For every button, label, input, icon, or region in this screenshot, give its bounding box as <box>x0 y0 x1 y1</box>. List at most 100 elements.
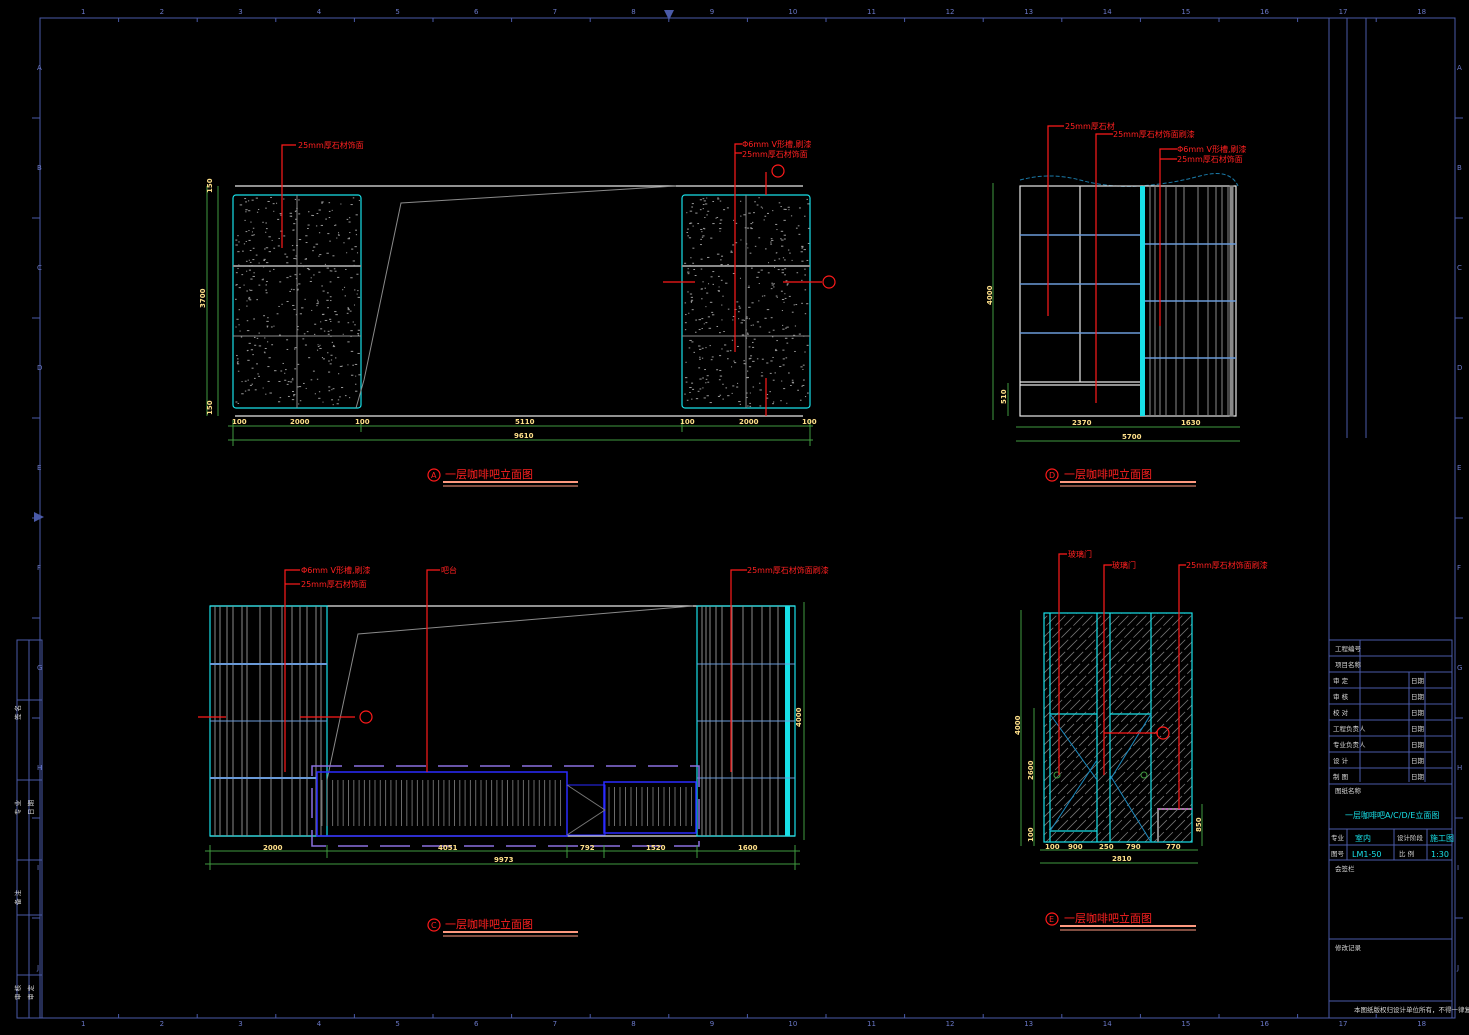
row-letter: I <box>1457 864 1459 872</box>
tb-label: 比 例 <box>1399 849 1414 858</box>
tb-label: 专业 <box>1331 833 1345 842</box>
elevation-marker <box>1045 912 1059 926</box>
column-number: 3 <box>238 8 242 16</box>
strip-label: 签 名 <box>13 705 22 720</box>
column-number: 18 <box>1417 1020 1426 1028</box>
dimension: 150 <box>206 178 214 193</box>
column-number: 13 <box>1024 1020 1033 1028</box>
bar-counter <box>311 765 700 847</box>
annotation: Φ6mm V形槽,刷漆 <box>742 139 812 149</box>
row-letter: B <box>37 164 42 172</box>
dimension: 790 <box>1126 843 1141 851</box>
left-strip-cells: 签 名 专 业 日 期 备 注 审 核 审 定 <box>13 640 42 1018</box>
elevation-marker <box>427 468 441 482</box>
column-number: 4 <box>317 8 322 16</box>
column-number: 7 <box>553 8 557 16</box>
tb-label: 项目名称 <box>1335 660 1362 669</box>
elevation-title: 一层咖啡吧立面图 <box>445 917 533 931</box>
dimension: 2810 <box>1112 855 1132 863</box>
column-number: 8 <box>631 8 635 16</box>
column-number: 16 <box>1260 8 1269 16</box>
column-number: 9 <box>710 1020 714 1028</box>
sheet-border <box>39 17 1456 1019</box>
dimension: 2370 <box>1072 419 1092 427</box>
row-letter: D <box>1457 364 1462 372</box>
tb-row-date: 日期 <box>1411 693 1425 701</box>
row-letter: C <box>37 264 42 272</box>
tb-row-date: 日期 <box>1411 741 1425 749</box>
column-number: 15 <box>1181 1020 1190 1028</box>
dimension: 100 <box>1045 843 1060 851</box>
dimension: 4000 <box>795 707 803 727</box>
tb-row-label: 制 图 <box>1333 772 1348 781</box>
drawing-name: 一层咖啡吧A/C/D/E立面图 <box>1345 810 1439 820</box>
dimension: 2600 <box>1027 760 1035 780</box>
dimension: 100 <box>680 418 695 426</box>
column-numbers: 1122334455667788991010111112121313141415… <box>81 8 1426 1028</box>
column-number: 6 <box>474 1020 479 1028</box>
tb-label: 设计阶段 <box>1397 833 1424 842</box>
annotation: 25mm厚石材饰面 <box>742 149 808 159</box>
tb-row-label: 工程负责人 <box>1333 724 1366 733</box>
column-number: 16 <box>1260 1020 1269 1028</box>
dimension: 5110 <box>515 418 535 426</box>
strip-label: 备 注 <box>13 889 22 905</box>
column-number: 1 <box>81 1020 85 1028</box>
column-number: 14 <box>1103 1020 1112 1028</box>
column-number: 3 <box>238 1020 242 1028</box>
dimension: 2000 <box>263 844 283 852</box>
scale-value: 1:30 <box>1431 850 1449 859</box>
dimension: 4000 <box>986 285 994 305</box>
stage-value: 施工图 <box>1430 833 1454 843</box>
column-number: 17 <box>1339 8 1348 16</box>
column-number: 11 <box>867 8 876 16</box>
marker-letter: C <box>431 921 437 930</box>
column-number: 5 <box>395 8 399 16</box>
column-number: 17 <box>1339 1020 1348 1028</box>
row-letter: E <box>37 464 41 472</box>
column-number: 18 <box>1417 8 1426 16</box>
tb-row-date: 日期 <box>1411 757 1425 765</box>
tb-row-label: 审 定 <box>1333 676 1349 685</box>
tb-row-label: 审 核 <box>1333 692 1349 701</box>
strip-label: 审 核 <box>13 984 22 1000</box>
column-number: 9 <box>710 8 714 16</box>
column-number: 14 <box>1103 8 1112 16</box>
tb-footer: 本图纸版权归设计单位所有，不得一律复制 <box>1354 1005 1469 1014</box>
tb-row-date: 日期 <box>1411 725 1425 733</box>
dimension: 100 <box>802 418 817 426</box>
dimension: 100 <box>355 418 370 426</box>
dimension: 850 <box>1195 817 1203 832</box>
tb-label: 修改记录 <box>1335 943 1362 952</box>
elevation-marker <box>427 918 441 932</box>
column-number: 8 <box>631 1020 635 1028</box>
annotation: 25mm厚石材饰面刷漆 <box>1113 129 1195 139</box>
annotation: 25mm厚石材饰面 <box>1177 154 1243 164</box>
column-number: 5 <box>395 1020 399 1028</box>
dimension: 510 <box>1000 389 1008 404</box>
tb-label: 工程编号 <box>1335 644 1362 653</box>
column-number: 6 <box>474 8 479 16</box>
dimension: 4000 <box>1014 715 1022 735</box>
column-number: 10 <box>788 8 797 16</box>
column-number: 10 <box>788 1020 797 1028</box>
annotation: 25mm厚石材饰面 <box>301 579 367 589</box>
dimension: 900 <box>1068 843 1083 851</box>
dimension: 5700 <box>1122 433 1142 441</box>
row-letter: H <box>1457 764 1462 772</box>
elevation-a: 25mm厚石材饰面 Φ6mm V形槽,刷漆 25mm厚石材饰面 100 2000… <box>199 139 836 487</box>
elevation-marker <box>1045 468 1059 482</box>
elevation-c: Φ6mm V形槽,刷漆 25mm厚石材饰面 吧台 25mm厚石材饰面刷漆 200… <box>198 565 829 937</box>
column-number: 7 <box>553 1020 557 1028</box>
annotation: Φ6mm V形槽,刷漆 <box>301 565 371 575</box>
annotation: 玻璃门 <box>1112 560 1136 570</box>
annotation: 25mm厚石材饰面刷漆 <box>747 565 829 575</box>
tb-row-label: 专业负责人 <box>1333 740 1366 749</box>
dimension: 9610 <box>514 432 534 440</box>
elevation-e: 玻璃门 玻璃门 25mm厚石材饰面刷漆 100 900 250 790 770 … <box>1014 549 1268 931</box>
dimension: 2000 <box>290 418 310 426</box>
row-letter: B <box>1457 164 1462 172</box>
column-number: 2 <box>160 1020 164 1028</box>
